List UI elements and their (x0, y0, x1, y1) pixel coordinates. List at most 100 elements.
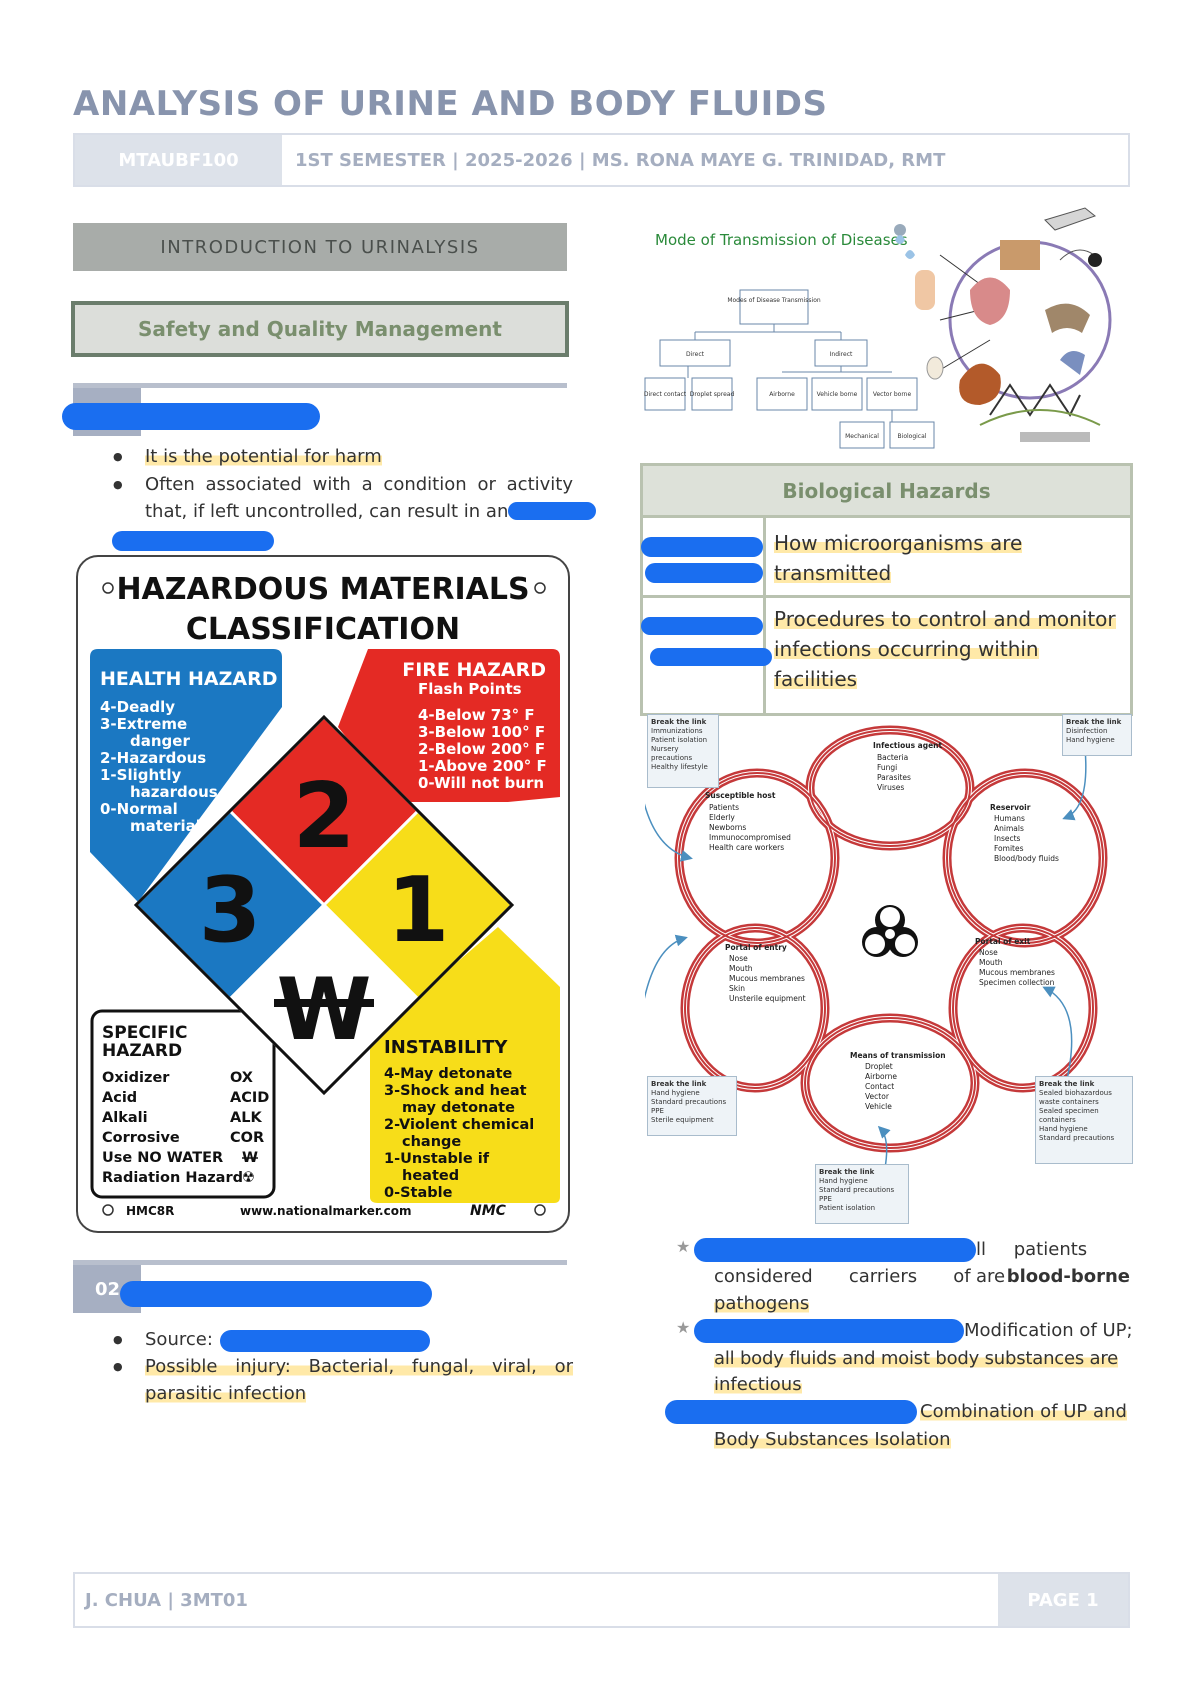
section-rule (73, 1260, 567, 1265)
break-link-item: Healthy lifestyle (651, 763, 708, 771)
table-header: Biological Hazards (643, 466, 1130, 518)
document-title: ANALYSIS OF URINE AND BODY FLUIDS (73, 84, 828, 124)
hazmat-sign-graphic: HAZARDOUS MATERIALS CLASSIFICATION HEALT… (90, 572, 560, 1219)
health-item: 1-Slightly (100, 766, 181, 784)
break-link-title: Break the link (1066, 718, 1122, 726)
tree-leaf: Vehicle borne (817, 391, 858, 398)
break-link-item: Hand hygiene (1066, 736, 1115, 744)
portal-entry-title: Portal of entry (725, 943, 787, 952)
health-item: 4-Deadly (100, 698, 175, 716)
redaction-block (641, 617, 763, 635)
chain-item: Newborns (709, 823, 746, 832)
portal-exit-title: Portal of exit (975, 937, 1031, 946)
chain-item: Parasites (877, 773, 911, 782)
list-item: Often associated with a condition or act… (73, 471, 573, 525)
specific-hazard-title-1: SPECIFIC (102, 1023, 188, 1043)
break-link-title: Break the link (651, 718, 707, 726)
list-item: Source: (73, 1326, 573, 1353)
fire-rating-number: 2 (293, 764, 356, 869)
note-2-line-1: Modification of UP; (964, 1317, 1133, 1344)
break-link-box: Break the link Sealed biohazardous waste… (1035, 1076, 1133, 1164)
specific-hazard-title-2: HAZARD (102, 1041, 182, 1061)
reservoir-title: Reservoir (990, 803, 1031, 812)
bullet-text: Often associated with a condition or act… (145, 474, 573, 522)
footer-author: J. CHUA | 3MT01 (85, 1589, 248, 1611)
chain-item: Airborne (865, 1072, 897, 1081)
sign-url: www.nationalmarker.com (240, 1204, 411, 1218)
specific-hazard-code: OX (230, 1070, 253, 1086)
break-link-item: Sealed biohazardous waste containers (1039, 1089, 1112, 1106)
hazmat-classification-sign: HAZARDOUS MATERIALS CLASSIFICATION HEALT… (76, 555, 570, 1233)
instability-item: 4-May detonate (384, 1066, 513, 1082)
break-link-item: Sealed specimen containers (1039, 1107, 1099, 1124)
break-link-item: Hand hygiene (1039, 1125, 1088, 1133)
table-cell: How microorganisms are transmitted (774, 528, 1122, 588)
star-icon: ★ (676, 1237, 691, 1256)
break-link-item: Standard precautions (819, 1186, 895, 1194)
chain-item: Mucous membranes (979, 968, 1055, 977)
chain-item: Fungi (877, 763, 897, 772)
break-link-item: Nursery precautions (651, 745, 693, 762)
tree-leaf: Droplet spread (690, 391, 735, 398)
note-text: ll patients are (976, 1239, 1088, 1287)
health-hazard-title: HEALTH HAZARD (100, 668, 278, 690)
note-1-line-2: considered carriers of blood-borne (714, 1263, 1130, 1290)
infectious-agent-title: Infectious agent (873, 741, 943, 750)
tree-direct-label: Direct (686, 351, 705, 358)
chain-item: Elderly (709, 813, 735, 822)
chain-item: Mouth (729, 964, 753, 973)
instability-item: 1-Unstable if (384, 1151, 490, 1167)
table-row: How microorganisms are transmitted (643, 518, 1130, 598)
chain-item: Viruses (877, 783, 904, 792)
list-item: It is the potential for harm (73, 443, 573, 470)
chain-item: Droplet (865, 1062, 893, 1071)
redaction-block (112, 531, 274, 551)
break-link-item: Hand hygiene (819, 1177, 868, 1185)
note-3-line-2: Body Substances Isolation (714, 1426, 951, 1453)
instability-title: INSTABILITY (384, 1037, 508, 1058)
break-link-box: Break the link Hand hygiene Standard pre… (647, 1076, 737, 1136)
table-cell (643, 518, 766, 595)
chain-item: Bacteria (877, 753, 908, 762)
break-link-item: Disinfection (1066, 727, 1108, 735)
fire-item: 1-Above 200° F (418, 757, 547, 775)
break-link-item: Patient isolation (819, 1204, 876, 1212)
break-link-item: PPE (819, 1195, 832, 1203)
break-link-item: Standard precautions (1039, 1134, 1115, 1142)
cell-text: How microorganisms are transmitted (774, 531, 1023, 585)
health-item: 2-Hazardous (100, 749, 206, 767)
instability-item: may detonate (402, 1100, 515, 1116)
instability-item: heated (402, 1168, 459, 1184)
course-code: MTAUBF100 (75, 135, 282, 185)
note-text: Modification of UP; (964, 1320, 1133, 1341)
specific-hazard-name: Radiation Hazard (102, 1170, 243, 1186)
chain-item: Vector (865, 1092, 890, 1101)
redaction-block (650, 648, 772, 666)
break-link-title: Break the link (819, 1168, 875, 1176)
health-item: danger (130, 732, 190, 750)
page-number: PAGE 1 (998, 1574, 1128, 1626)
hazard-bullet-list: It is the potential for harm Often assoc… (73, 443, 573, 525)
note-text: Combination of UP and (920, 1401, 1127, 1422)
footer-bar: J. CHUA | 3MT01 PAGE 1 (73, 1572, 1130, 1628)
specific-hazard-code: COR (230, 1130, 264, 1146)
biohazard-bullet-list: Source: Possible injury: Bacterial, fung… (73, 1326, 573, 1407)
bullet-text: Possible injury: Bacterial, fungal, vira… (145, 1356, 573, 1404)
chain-item: Blood/body fluids (994, 854, 1059, 863)
specific-hazard-name: Alkali (102, 1110, 148, 1126)
chain-item: Patients (709, 803, 739, 812)
chain-item: Unsterile equipment (729, 994, 806, 1003)
instability-item: 0-Stable (384, 1185, 453, 1201)
fire-item: 2-Below 200° F (418, 740, 545, 758)
special-hazard-symbol: W (277, 960, 372, 1060)
note-bold-text: blood-borne (1006, 1266, 1130, 1287)
note-text: pathogens (714, 1293, 810, 1314)
fire-hazard-title: FIRE HAZARD (402, 659, 546, 681)
bullet-text: It is the potential for harm (145, 446, 382, 467)
instability-rating-number: 1 (387, 858, 450, 963)
fire-item: 3-Below 100° F (418, 723, 545, 741)
sign-product-code: HMC8R (126, 1204, 174, 1218)
section-rule (73, 383, 567, 388)
tree-leaf: Airborne (769, 391, 795, 398)
fire-item: 4-Below 73° F (418, 706, 535, 724)
